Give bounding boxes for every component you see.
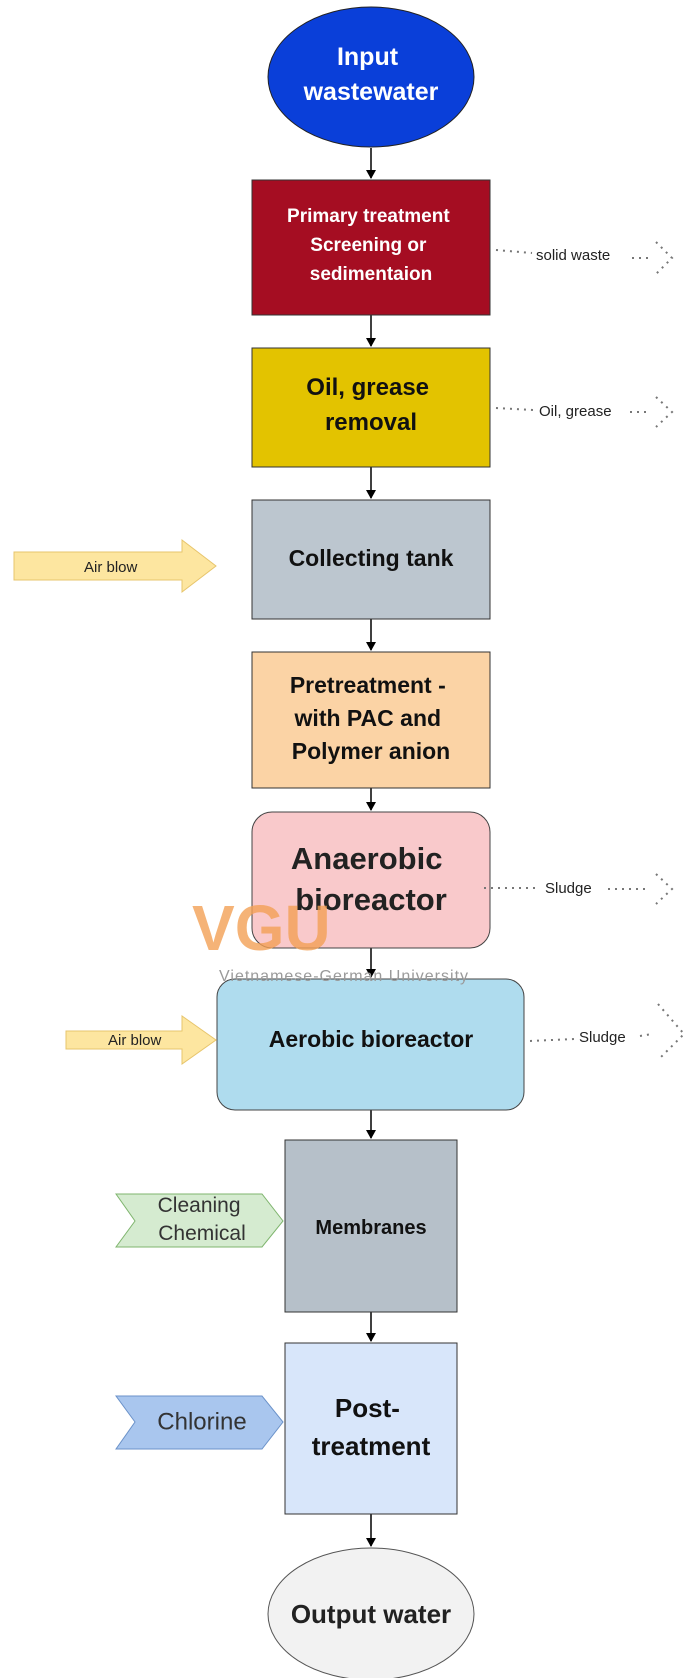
primary-label-line-1: Primary treatment	[287, 206, 450, 227]
post-label: Post- treatment	[312, 1393, 431, 1461]
pretreatment-label-line-3: Polymer anion	[292, 738, 450, 764]
input-label-line-1: Input	[337, 43, 399, 71]
node-post-treatment: Post- treatment	[284, 1342, 458, 1515]
side-output-solid-waste: solid waste	[495, 241, 674, 275]
side-input-cleaning-chemical: Cleaning Chemical	[115, 1193, 284, 1248]
aerobic-box	[216, 978, 525, 1111]
membranes-box	[284, 1139, 458, 1313]
side-input-air-blow-collecting: Air blow	[13, 538, 217, 594]
air-blow-arrow-icon	[65, 1015, 217, 1065]
oil-label-line-2: removal	[325, 409, 417, 436]
anaerobic-box	[251, 811, 491, 949]
node-oil-grease-removal: Oil, grease removal	[251, 347, 491, 468]
node-aerobic-bioreactor: Aerobic bioreactor	[216, 978, 525, 1111]
dotted-line	[495, 407, 535, 411]
node-output-water: Output water	[267, 1547, 475, 1678]
input-label: Input wastewater	[303, 43, 439, 106]
input-label-line-2: wastewater	[303, 78, 439, 106]
collecting-label-line-1: Collecting tank	[289, 545, 454, 571]
side-output-oil-grease: Oil, grease	[495, 396, 674, 428]
air-blow-arrow-icon	[13, 538, 217, 594]
primary-label-line-2: Screening or	[310, 235, 427, 256]
side-output-sludge-aerobic: Sludge	[529, 1003, 686, 1061]
oil-label-line-1: Oil, grease	[306, 374, 429, 401]
output-ellipse	[267, 1547, 475, 1678]
collecting-label: Collecting tank	[289, 545, 454, 571]
sludge-aerobic-label: Sludge	[579, 1029, 626, 1046]
sludge-anaerobic-label: Sludge	[545, 880, 592, 897]
output-label-line-1: Output water	[291, 1599, 451, 1629]
dotted-arrowhead-icon	[655, 241, 674, 275]
chlorine-shape	[115, 1395, 284, 1450]
side-output-sludge-anaerobic: Sludge	[484, 873, 674, 905]
node-pretreatment: Pretreatment - with PAC and Polymer anio…	[251, 651, 491, 789]
primary-label-line-3: sedimentaion	[310, 264, 432, 285]
node-collecting-tank: Collecting tank	[251, 499, 491, 620]
node-anaerobic-bioreactor: Anaerobic bioreactor	[251, 811, 491, 949]
dotted-line	[529, 1038, 575, 1042]
watermark-logo: VGU	[192, 892, 331, 964]
anaerobic-label-line-2: bioreactor	[295, 882, 447, 917]
oil-grease-label: Oil, grease	[539, 403, 612, 420]
pretreatment-label-line-1: Pretreatment -	[290, 672, 446, 698]
solid-waste-label: solid waste	[536, 247, 610, 264]
primary-box	[251, 179, 491, 316]
primary-label: Primary treatment Screening or sedimenta…	[287, 206, 455, 285]
dotted-line	[495, 249, 533, 254]
oil-label: Oil, grease removal	[306, 374, 435, 436]
node-primary-treatment: Primary treatment Screening or sedimenta…	[251, 179, 491, 316]
cleaning-chemical-label: Cleaning Chemical	[158, 1194, 247, 1245]
node-membranes: Membranes	[284, 1139, 458, 1313]
oil-box	[251, 347, 491, 468]
aerobic-label-line-1: Aerobic bioreactor	[269, 1026, 474, 1052]
chlorine-label: Chlorine	[157, 1408, 246, 1435]
pretreatment-label-line-2: with PAC and	[294, 705, 442, 731]
watermark-subtitle: Vietnamese-German University	[219, 968, 469, 985]
cleaning-chemical-line-1: Cleaning	[158, 1194, 241, 1217]
post-box	[284, 1342, 458, 1515]
post-label-line-2: treatment	[312, 1431, 431, 1461]
output-label: Output water	[291, 1599, 451, 1629]
pretreatment-box	[251, 651, 491, 789]
watermark: VGU Vietnamese-German University	[192, 892, 469, 985]
node-input-wastewater: Input wastewater	[267, 6, 475, 148]
input-ellipse	[267, 6, 475, 148]
side-input-air-blow-aerobic: Air blow	[65, 1015, 217, 1065]
membranes-label-line-1: Membranes	[315, 1217, 426, 1239]
dotted-arrowhead-icon	[657, 1003, 686, 1061]
air-blow-collecting-label: Air blow	[84, 559, 138, 576]
cleaning-chemical-line-2: Chemical	[158, 1222, 246, 1245]
cleaning-chemical-shape	[115, 1193, 284, 1248]
anaerobic-label-line-1: Anaerobic	[291, 841, 443, 876]
membranes-label: Membranes	[315, 1217, 426, 1239]
pretreatment-label: Pretreatment - with PAC and Polymer anio…	[290, 672, 452, 764]
dotted-arrowhead-icon	[655, 396, 674, 428]
air-blow-aerobic-label: Air blow	[108, 1032, 162, 1049]
aerobic-label: Aerobic bioreactor	[269, 1026, 474, 1052]
dotted-arrowhead-icon	[655, 873, 674, 905]
collecting-box	[251, 499, 491, 620]
side-input-chlorine: Chlorine	[115, 1395, 284, 1450]
post-label-line-1: Post-	[335, 1393, 400, 1423]
anaerobic-label: Anaerobic bioreactor	[291, 841, 451, 917]
dotted-line	[639, 1033, 653, 1037]
